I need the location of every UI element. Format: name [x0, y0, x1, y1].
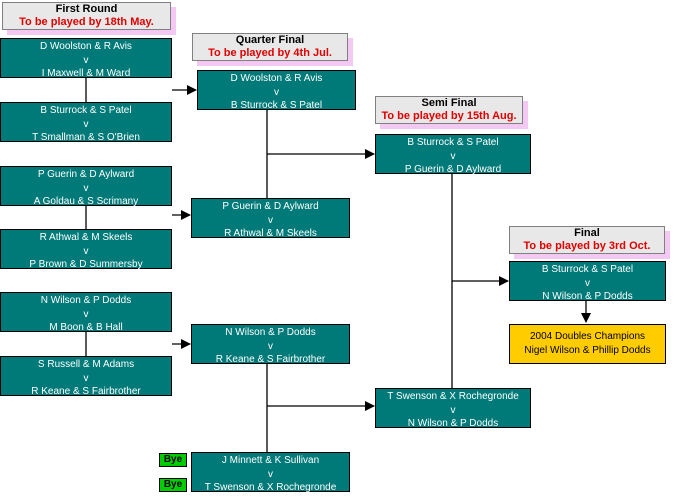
- vs-label: v: [268, 214, 273, 226]
- vs-label: v: [268, 340, 273, 352]
- first-round-match-4: R Athwal & M Skeels v P Brown & D Summer…: [0, 229, 172, 270]
- first-round-title: First Round: [55, 3, 118, 15]
- champions-title: 2004 Doubles Champions: [529, 331, 646, 342]
- semi-final-match-1: B Sturrock & S Patel v P Guerin & D Aylw…: [375, 134, 531, 175]
- team-b: M Boon & B Hall: [49, 322, 123, 333]
- vs-label: v: [450, 404, 456, 416]
- champions-names: Nigel Wilson & Phillip Dodds: [524, 345, 651, 356]
- team-a: B Sturrock & S Patel: [40, 105, 132, 116]
- header-semi-final: Semi Final To be played by 15th Aug.: [375, 96, 523, 124]
- vs-label: v: [83, 118, 89, 130]
- vs-label: v: [83, 182, 89, 194]
- vs-label: v: [83, 308, 89, 320]
- team-b: N Wilson & P Dodds: [542, 291, 633, 302]
- team-b: T Smallman & S O'Brien: [32, 132, 140, 143]
- vs-label: v: [268, 468, 273, 480]
- team-a: B Sturrock & S Patel: [541, 264, 634, 275]
- team-a: B Sturrock & S Patel: [407, 137, 499, 148]
- semi-final-match-2: T Swenson & X Rochegronde v N Wilson & P…: [375, 388, 531, 429]
- semi-final-title: Semi Final: [421, 97, 477, 109]
- vs-label: v: [83, 54, 89, 66]
- quarter-final-title: Quarter Final: [235, 34, 305, 46]
- vs-label: v: [274, 86, 279, 98]
- bye-badge-2: Bye: [159, 478, 187, 492]
- first-round-match-3: P Guerin & D Aylward v A Goldau & S Scri…: [0, 166, 172, 207]
- first-round-match-2: B Sturrock & S Patel v T Smallman & S O'…: [0, 102, 172, 143]
- team-a: P Guerin & D Aylward: [37, 169, 135, 180]
- team-a: T Swenson & X Rochegronde: [387, 391, 519, 402]
- final-title: Final: [574, 227, 600, 239]
- team-a: J Minnett & K Sullivan: [221, 455, 320, 466]
- quarter-final-match-1: D Woolston & R Avis v B Sturrock & S Pat…: [197, 70, 356, 111]
- first-round-date: To be played by 18th May.: [19, 16, 154, 28]
- vs-label: v: [585, 277, 590, 289]
- team-a: N Wilson & P Dodds: [225, 327, 316, 338]
- header-final: Final To be played by 3rd Oct.: [509, 226, 665, 254]
- team-b: A Goldau & S Scrimany: [33, 196, 139, 207]
- team-b: R Keane & S Fairbrother: [215, 354, 326, 365]
- final-match: B Sturrock & S Patel v N Wilson & P Dodd…: [509, 261, 666, 302]
- first-round-match-6: S Russell & M Adams v R Keane & S Fairbr…: [0, 356, 172, 397]
- team-a: S Russell & M Adams: [37, 359, 135, 370]
- champions-box: 2004 Doubles Champions Nigel Wilson & Ph…: [509, 324, 666, 364]
- header-quarter-final: Quarter Final To be played by 4th Jul.: [192, 33, 348, 61]
- team-b: I Maxwell & M Ward: [41, 68, 131, 79]
- quarter-final-match-3: N Wilson & P Dodds v R Keane & S Fairbro…: [191, 324, 350, 365]
- first-round-match-1: D Woolston & R Avis v I Maxwell & M Ward: [0, 38, 172, 79]
- team-b: P Guerin & D Aylward: [404, 164, 502, 175]
- team-a: D Woolston & R Avis: [230, 73, 323, 84]
- team-b: P Brown & D Summersby: [29, 259, 143, 270]
- vs-label: v: [450, 150, 456, 162]
- team-b: T Swenson & X Rochegronde: [204, 482, 337, 493]
- vs-label: v: [83, 372, 89, 384]
- team-a: N Wilson & P Dodds: [40, 295, 132, 306]
- team-a: D Woolston & R Avis: [40, 41, 132, 52]
- first-round-match-5: N Wilson & P Dodds v M Boon & B Hall: [0, 292, 172, 333]
- quarter-final-match-4: J Minnett & K Sullivan v T Swenson & X R…: [191, 452, 350, 493]
- bye-badge-1: Bye: [159, 453, 187, 467]
- quarter-final-match-2: P Guerin & D Aylward v R Athwal & M Skee…: [191, 198, 350, 239]
- team-b: N Wilson & P Dodds: [407, 418, 499, 429]
- vs-label: v: [83, 245, 89, 257]
- team-b: R Athwal & M Skeels: [224, 228, 317, 239]
- team-b: B Sturrock & S Patel: [230, 100, 323, 111]
- semi-final-date: To be played by 15th Aug.: [381, 110, 517, 122]
- final-date: To be played by 3rd Oct.: [523, 240, 651, 252]
- header-first-round: First Round To be played by 18th May.: [2, 2, 171, 30]
- team-a: R Athwal & M Skeels: [39, 232, 133, 243]
- team-b: R Keane & S Fairbrother: [31, 386, 141, 397]
- quarter-final-date: To be played by 4th Jul.: [208, 47, 332, 59]
- team-a: P Guerin & D Aylward: [222, 201, 319, 212]
